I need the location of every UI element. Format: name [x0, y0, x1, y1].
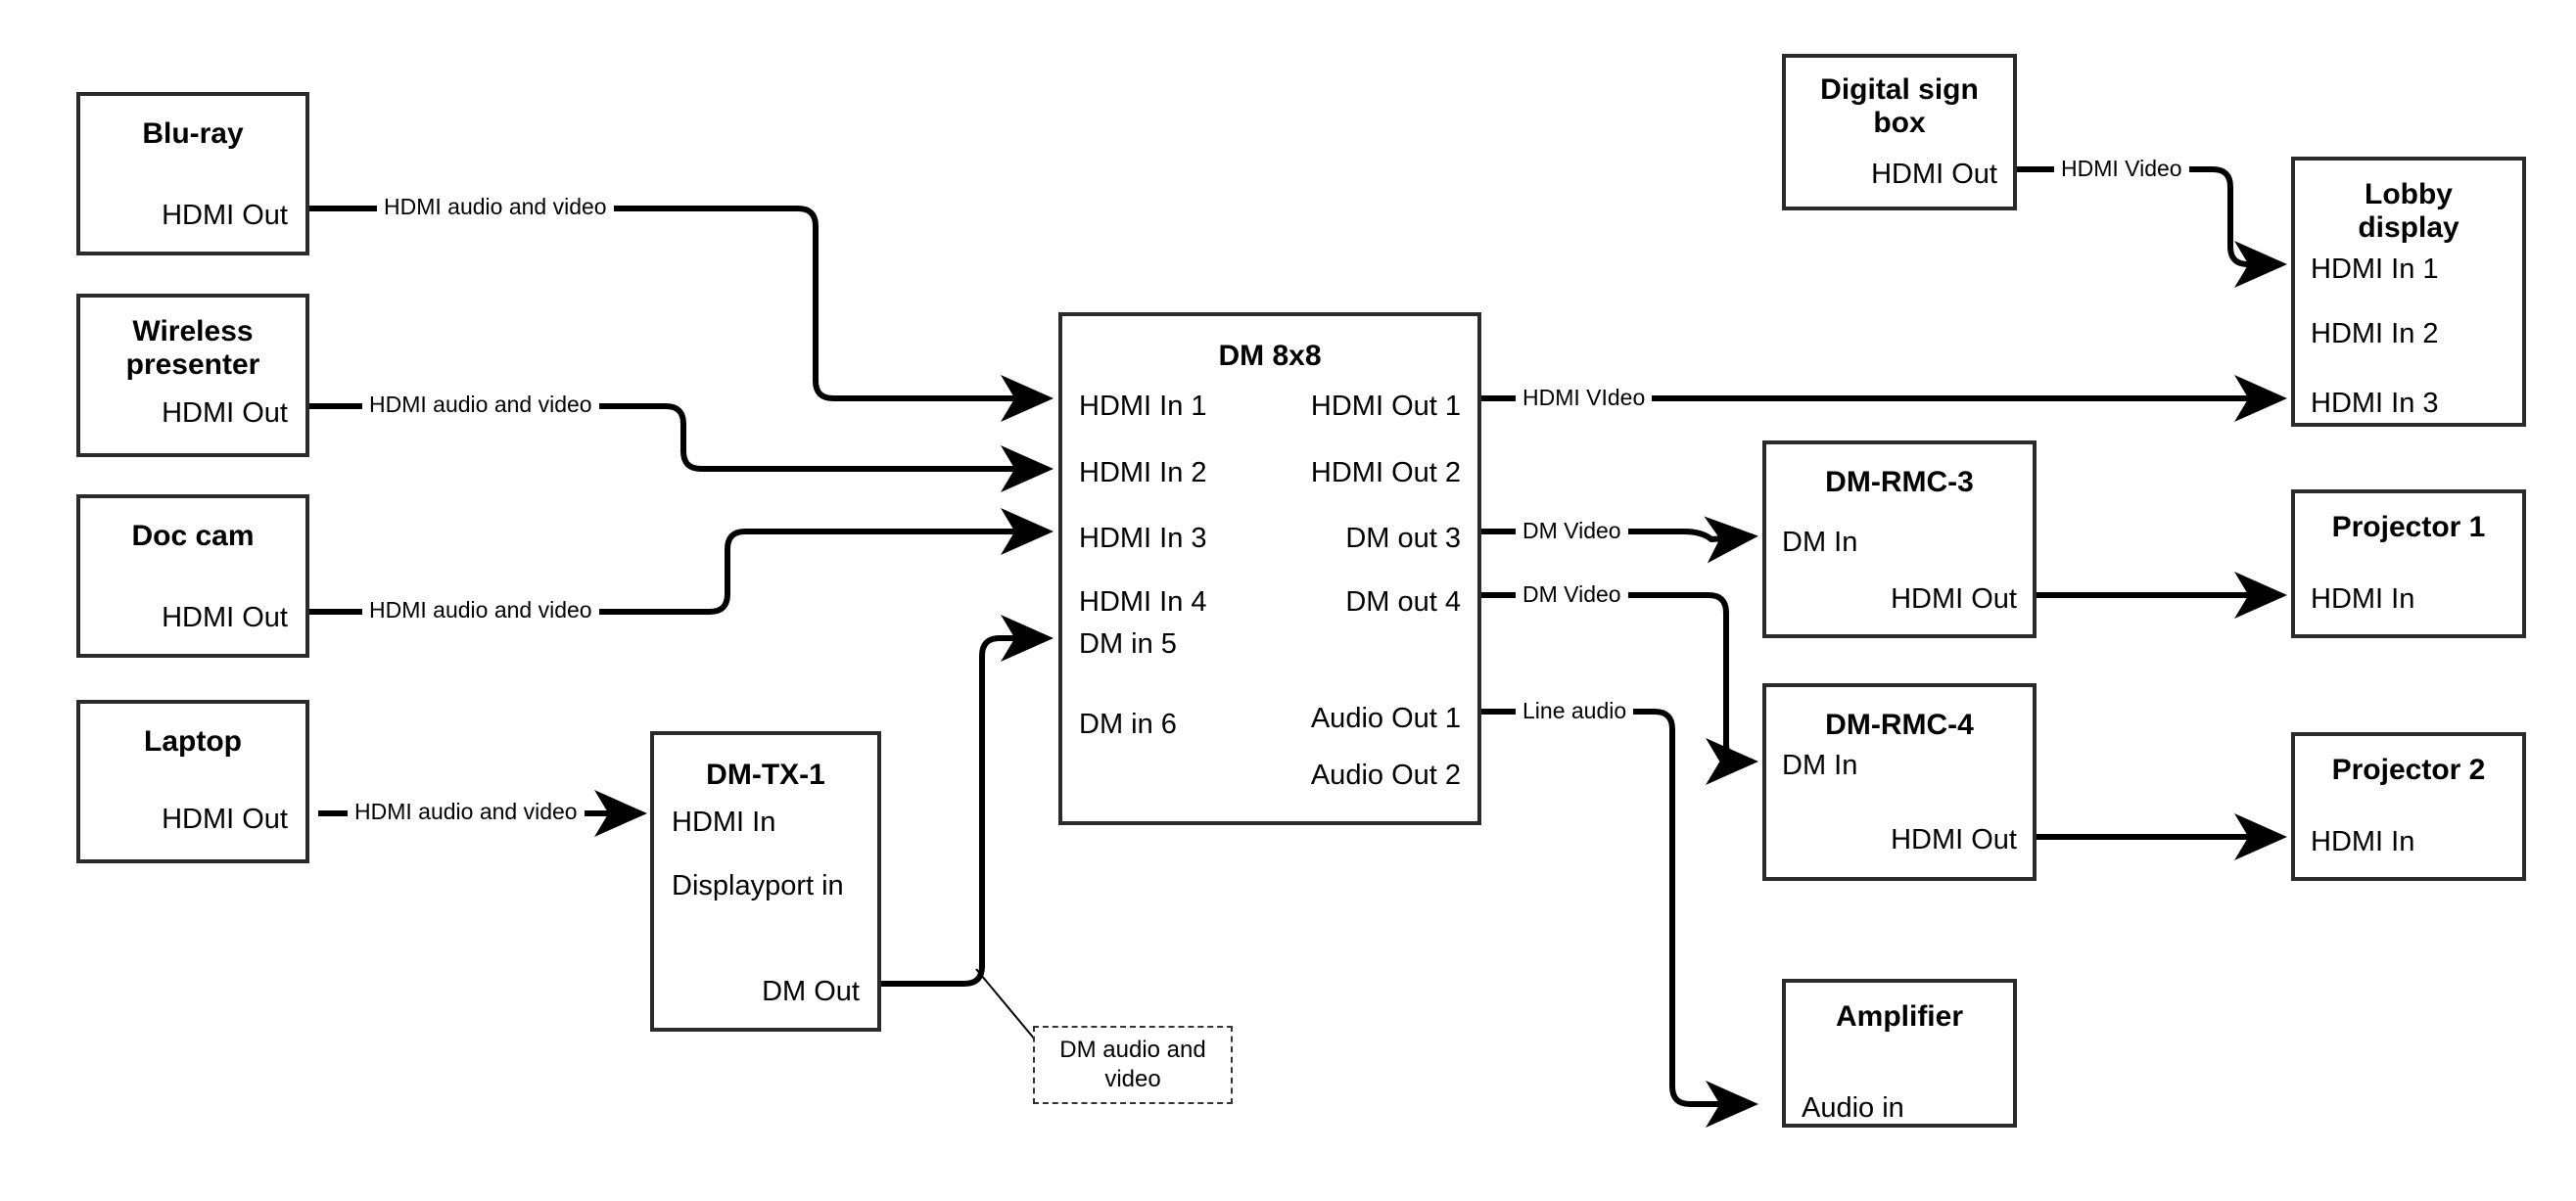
wire-label-line-audio: Line audio	[1516, 700, 1634, 722]
port-hdmi-out-2[interactable]: HDMI Out 2	[1310, 457, 1461, 488]
port-displayport-in[interactable]: Displayport in	[672, 870, 844, 901]
port-dm-out[interactable]: DM Out	[762, 976, 860, 1007]
node-projector-2[interactable]: Projector 2 HDMI In	[2291, 732, 2526, 881]
port-hdmi-out[interactable]: HDMI Out	[1871, 159, 1997, 190]
node-digital-sign-box[interactable]: Digital sign box HDMI Out	[1782, 54, 2017, 210]
port-hdmi-in-4[interactable]: HDMI In 4	[1079, 586, 1207, 618]
wire-bluray-to-dm-in1	[308, 206, 1054, 422]
port-hdmi-out[interactable]: HDMI Out	[162, 200, 288, 231]
node-title: Doc cam	[131, 520, 255, 552]
node-title: DM 8x8	[1218, 340, 1322, 372]
port-hdmi-in-2[interactable]: HDMI In 2	[2311, 318, 2439, 349]
port-hdmi-out[interactable]: HDMI Out	[162, 804, 288, 835]
note-text: DM audio and video	[1059, 1036, 1205, 1094]
port-hdmi-out[interactable]: HDMI Out	[1891, 824, 2017, 855]
node-blu-ray[interactable]: Blu-ray HDMI Out	[76, 92, 309, 255]
node-projector-1[interactable]: Projector 1 HDMI In	[2291, 489, 2526, 638]
node-laptop[interactable]: Laptop HDMI Out	[76, 700, 309, 863]
port-dm-out-3[interactable]: DM out 3	[1345, 523, 1461, 554]
node-title: Blu-ray	[142, 117, 244, 150]
wire-label-hdmi-video-out1: HDMI VIdeo	[1516, 387, 1653, 409]
port-hdmi-out-1[interactable]: HDMI Out 1	[1310, 391, 1461, 422]
port-hdmi-in-2[interactable]: HDMI In 2	[1079, 457, 1207, 488]
port-hdmi-out[interactable]: HDMI Out	[1891, 583, 2017, 615]
port-dm-out-4[interactable]: DM out 4	[1345, 586, 1461, 618]
port-dm-in[interactable]: DM In	[1782, 750, 1858, 781]
node-title-line2: presenter	[125, 348, 260, 381]
port-dm-in[interactable]: DM In	[1782, 527, 1858, 558]
node-amplifier[interactable]: Amplifier Audio in	[1782, 979, 2017, 1128]
node-title: Projector 1	[2331, 511, 2486, 543]
port-hdmi-in[interactable]: HDMI In	[672, 807, 776, 838]
wire-label-doccam: HDMI audio and video	[362, 599, 599, 622]
port-hdmi-in-1[interactable]: HDMI In 1	[1079, 391, 1207, 422]
port-dm-in-6[interactable]: DM in 6	[1079, 709, 1177, 740]
port-audio-out-1[interactable]: Audio Out 1	[1310, 703, 1461, 734]
wire-label-laptop: HDMI audio and video	[348, 801, 585, 823]
node-dm-8x8[interactable]: DM 8x8 HDMI In 1 HDMI In 2 HDMI In 3 HDM…	[1058, 312, 1481, 825]
node-dm-rmc-4[interactable]: DM-RMC-4 DM In HDMI Out	[1762, 683, 2037, 881]
node-dm-rmc-3[interactable]: DM-RMC-3 DM In HDMI Out	[1762, 440, 2037, 638]
port-dm-in-5[interactable]: DM in 5	[1079, 628, 1177, 660]
node-dm-tx-1[interactable]: DM-TX-1 HDMI In Displayport in DM Out	[650, 731, 881, 1032]
wire-label-dm-video-3: DM Video	[1516, 520, 1628, 542]
port-audio-in[interactable]: Audio in	[1802, 1092, 1904, 1124]
node-lobby-display[interactable]: Lobby display HDMI In 1 HDMI In 2 HDMI I…	[2291, 157, 2526, 427]
port-hdmi-out[interactable]: HDMI Out	[162, 602, 288, 633]
wire-note-leader	[975, 968, 1041, 1046]
wire-dm-out4-to-rmc4	[1480, 592, 1758, 785]
node-doc-cam[interactable]: Doc cam HDMI Out	[76, 494, 309, 658]
note-line1: DM audio and	[1059, 1037, 1206, 1063]
node-title-line2: box	[1873, 107, 1926, 139]
port-hdmi-in[interactable]: HDMI In	[2311, 826, 2415, 857]
node-title: Laptop	[144, 725, 242, 758]
node-wireless-presenter[interactable]: Wireless presenter HDMI Out	[76, 294, 309, 457]
wire-label-bluray: HDMI audio and video	[377, 196, 614, 218]
wire-label-hdmi-video-sign: HDMI Video	[2054, 158, 2189, 180]
wire-signbox-to-lobby-in1	[2017, 166, 2287, 288]
node-title-line1: Digital sign	[1820, 73, 1979, 106]
note-dm-audio-and-video: DM audio and video	[1033, 1026, 1233, 1104]
port-hdmi-in-3[interactable]: HDMI In 3	[2311, 388, 2439, 419]
wire-label-wireless: HDMI audio and video	[362, 393, 599, 416]
wire-dm-audio1-to-amp	[1480, 709, 1758, 1128]
node-title: DM-RMC-3	[1825, 466, 1974, 498]
port-hdmi-in-1[interactable]: HDMI In 1	[2311, 254, 2439, 285]
node-title: DM-RMC-4	[1825, 709, 1974, 741]
node-title: Amplifier	[1835, 1000, 1964, 1033]
node-title-line1: Wireless	[132, 315, 254, 347]
node-title-line1: Lobby	[2365, 178, 2453, 210]
note-line2: video	[1104, 1066, 1161, 1092]
port-hdmi-in[interactable]: HDMI In	[2311, 583, 2415, 615]
port-audio-out-2[interactable]: Audio Out 2	[1310, 760, 1461, 791]
node-title: DM-TX-1	[706, 759, 825, 791]
node-title-line2: display	[2358, 211, 2459, 244]
port-hdmi-out[interactable]: HDMI Out	[162, 397, 288, 429]
node-title: Projector 2	[2331, 754, 2486, 786]
wire-label-dm-video-4: DM Video	[1516, 583, 1628, 606]
wire-dmtx1-to-dm-in5	[881, 615, 1054, 987]
port-hdmi-in-3[interactable]: HDMI In 3	[1079, 523, 1207, 554]
